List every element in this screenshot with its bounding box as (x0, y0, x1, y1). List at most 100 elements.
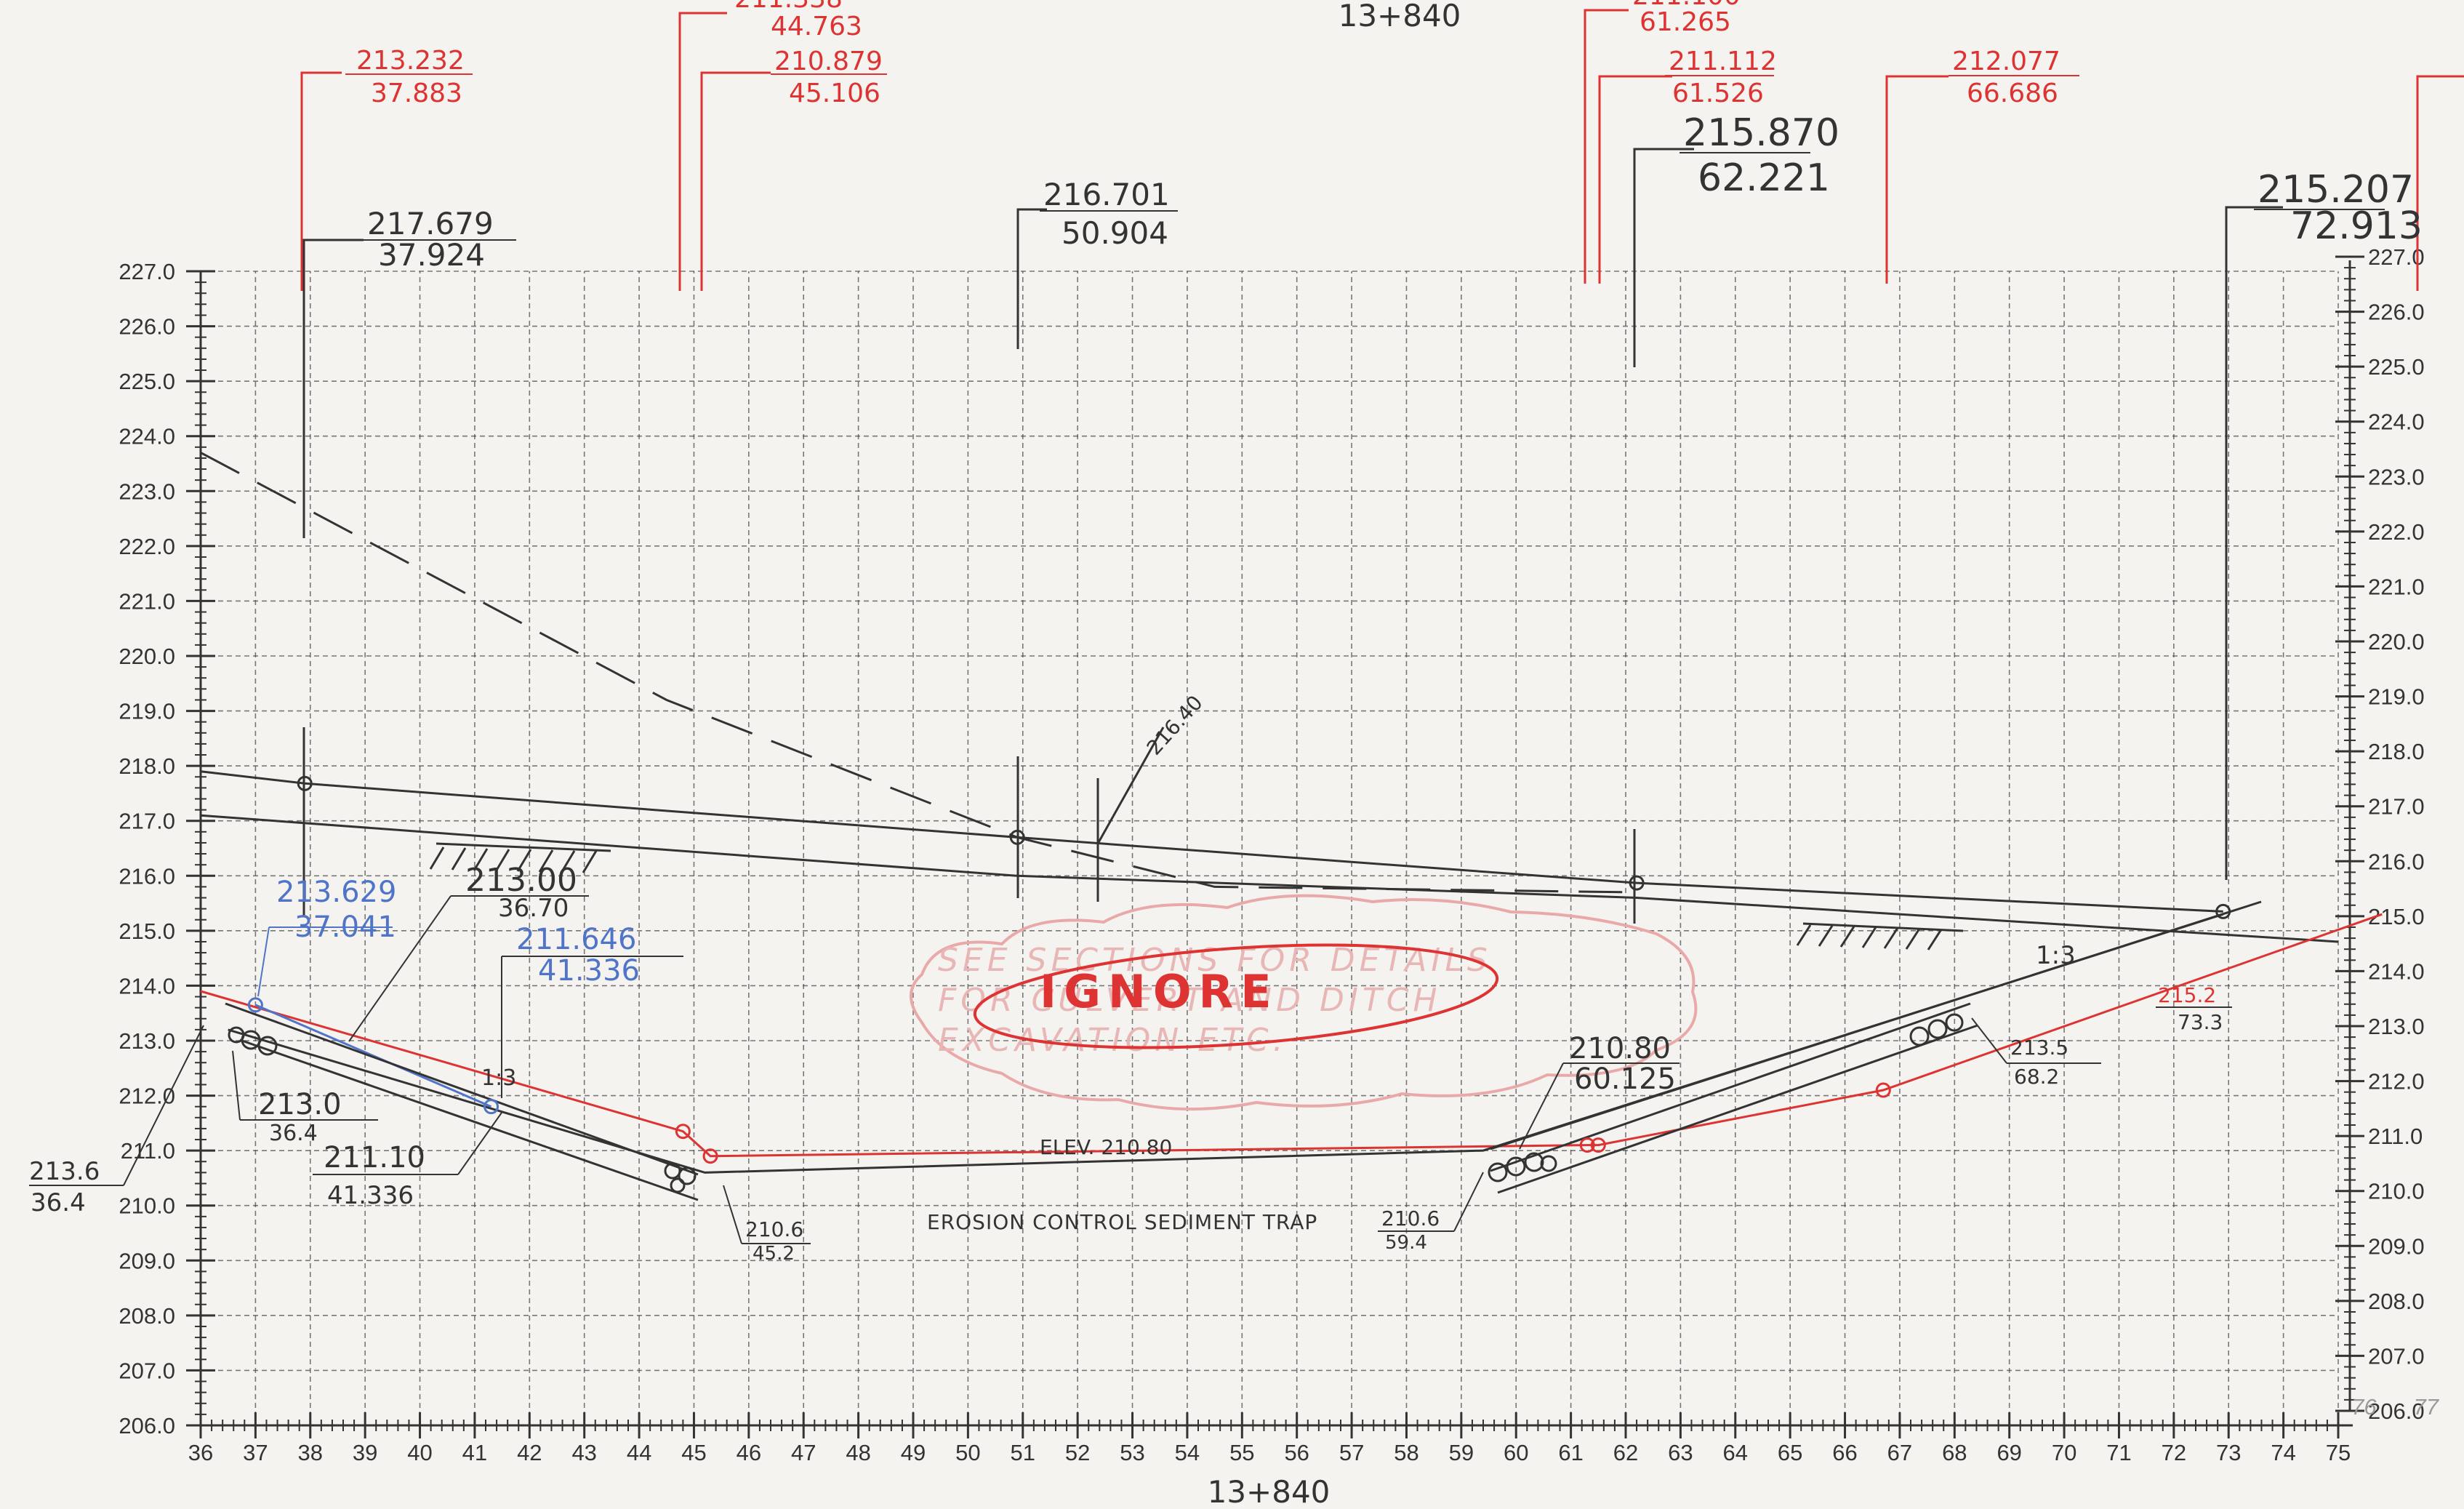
left-tick-label: 206.0 (119, 1413, 175, 1438)
callout-210-879: 210.879 45.106 (771, 47, 887, 108)
svg-text:37.924: 37.924 (378, 237, 485, 273)
svg-text:61.265: 61.265 (1640, 7, 1731, 37)
svg-text:211.112: 211.112 (1669, 47, 1777, 76)
svg-text:36.4: 36.4 (31, 1188, 86, 1217)
right-tick-label: 212.0 (2368, 1069, 2425, 1094)
bottom-tick-label: 50 (955, 1440, 980, 1465)
bottom-tick-label: 60 (1504, 1440, 1528, 1465)
profile-line-4 (200, 913, 2383, 1158)
callout-211-112: 211.112 61.526 (1665, 47, 1777, 108)
left-tick-label: 217.0 (119, 809, 175, 834)
callout-215-870: 215.870 62.221 (1680, 111, 1839, 200)
svg-text:216.701: 216.701 (1043, 177, 1170, 212)
right-tick-label: 207.0 (2368, 1343, 2425, 1369)
left-tick-label: 227.0 (119, 259, 175, 284)
left-tick-label: 210.0 (119, 1193, 175, 1219)
svg-text:215.2: 215.2 (2158, 983, 2216, 1007)
profile-point (247, 997, 263, 1013)
svg-text:212.077: 212.077 (1952, 47, 2060, 76)
left-tick-label: 222.0 (119, 534, 175, 559)
bottom-tick-label: 48 (846, 1440, 870, 1465)
bottom-tick-label: 66 (1832, 1440, 1857, 1465)
right-tick-label: 214.0 (2368, 958, 2425, 984)
bottom-tick-label: 64 (1723, 1440, 1748, 1465)
riprap-right-bottom (1488, 1152, 1557, 1182)
bottom-tick-label: 68 (1942, 1440, 1967, 1465)
bottom-tick-label: 71 (2106, 1440, 2131, 1465)
svg-text:59.4: 59.4 (1385, 1232, 1427, 1254)
sediment-callout-left: 210.6 45.2 (723, 1185, 811, 1265)
faint-note-line-3: EXCAVATION ETC. (938, 1022, 1288, 1059)
profile-line-6 (254, 1004, 492, 1108)
svg-text:45.106: 45.106 (789, 79, 880, 108)
left-outer-callout: 213.6 36.4 (29, 1025, 204, 1217)
left-tick-label: 207.0 (119, 1358, 175, 1383)
bottom-tick-label: 61 (1558, 1440, 1583, 1465)
bottom-tick-label: 40 (407, 1440, 432, 1465)
svg-text:215.207: 215.207 (2258, 168, 2414, 212)
extra-tick-label: 77 (2414, 1394, 2440, 1420)
bottom-tick-label: 59 (1449, 1440, 1474, 1465)
bottom-tick-label: 39 (353, 1440, 377, 1465)
callout-215-207: 215.207 72.913 (2254, 168, 2423, 248)
bottom-tick-label: 73 (2216, 1440, 2241, 1465)
bottom-tick-label: 38 (298, 1440, 323, 1465)
profile-point (1590, 1137, 1606, 1153)
svg-text:41.336: 41.336 (327, 1181, 414, 1210)
bottom-tick-label: 42 (517, 1440, 542, 1465)
profile-line-2 (200, 814, 2339, 943)
svg-text:210.6: 210.6 (745, 1217, 803, 1241)
bottom-tick-label: 65 (1778, 1440, 1802, 1465)
bottom-tick-label: 49 (901, 1440, 926, 1465)
svg-text:37.883: 37.883 (371, 79, 462, 108)
svg-text:61.526: 61.526 (1672, 79, 1764, 108)
svg-text:215.870: 215.870 (1683, 111, 1839, 155)
left-tick-label: 226.0 (119, 314, 175, 340)
blue-callout-2: 211.646 41.336 (501, 923, 683, 1098)
svg-text:ELEV. 210.80: ELEV. 210.80 (1040, 1135, 1172, 1159)
bottom-tick-label: 56 (1284, 1440, 1309, 1465)
left-tick-label: 218.0 (119, 753, 175, 779)
right-callout-2135: 213.5 68.2 (1971, 1017, 2101, 1089)
svg-text:213.0: 213.0 (258, 1088, 342, 1121)
bottom-tick-label: 46 (737, 1440, 761, 1465)
svg-text:62.221: 62.221 (1698, 156, 1830, 200)
slope-label-left: 1:3 (481, 1065, 516, 1091)
right-tick-label: 224.0 (2368, 409, 2425, 435)
svg-text:EROSION CONTROL SEDIMENT TRAP: EROSION CONTROL SEDIMENT TRAP (927, 1210, 1317, 1234)
svg-text:36.4: 36.4 (269, 1121, 318, 1146)
svg-text:36.70: 36.70 (498, 894, 569, 923)
left-tick-label: 225.0 (119, 369, 175, 394)
ground-hatch-right (1796, 922, 1964, 950)
bottom-tick-label: 41 (462, 1440, 487, 1465)
bottom-tick-label: 62 (1613, 1440, 1638, 1465)
left-tick-label: 209.0 (119, 1248, 175, 1273)
black-callout-210: 210.80 60.125 (1519, 1032, 1680, 1150)
profile-point (2215, 903, 2231, 919)
right-tick-label: 217.0 (2368, 794, 2425, 820)
bottom-tick-label: 52 (1065, 1440, 1090, 1465)
svg-text:1:3: 1:3 (481, 1065, 516, 1091)
left-tick-label: 224.0 (119, 424, 175, 449)
svg-text:210.6: 210.6 (1381, 1206, 1440, 1230)
callout-212-077: 212.077 66.686 (1949, 47, 2079, 108)
svg-text:211.646: 211.646 (516, 923, 636, 956)
right-tick-label: 216.0 (2368, 849, 2425, 874)
bottom-tick-label: 72 (2162, 1440, 2186, 1465)
station-label-bottom: 13+840 (1208, 1474, 1331, 1509)
right-tick-label: 206.0 (2368, 1398, 2425, 1424)
svg-text:60.125: 60.125 (1574, 1062, 1676, 1096)
bottom-tick-label: 74 (2271, 1440, 2295, 1465)
right-tick-label: 209.0 (2368, 1233, 2425, 1259)
svg-text:68.2: 68.2 (2014, 1065, 2059, 1089)
riprap-right-top (1909, 1013, 1964, 1046)
left-tick-label: 211.0 (121, 1138, 175, 1164)
left-tick-label: 219.0 (119, 699, 175, 724)
left-tick-label: 215.0 (119, 918, 175, 944)
ignore-circle (973, 943, 1499, 1049)
ignore-label: IGNORE (1040, 965, 1279, 1018)
svg-text:72.913: 72.913 (2290, 204, 2423, 248)
left-tick-label: 223.0 (119, 479, 175, 504)
